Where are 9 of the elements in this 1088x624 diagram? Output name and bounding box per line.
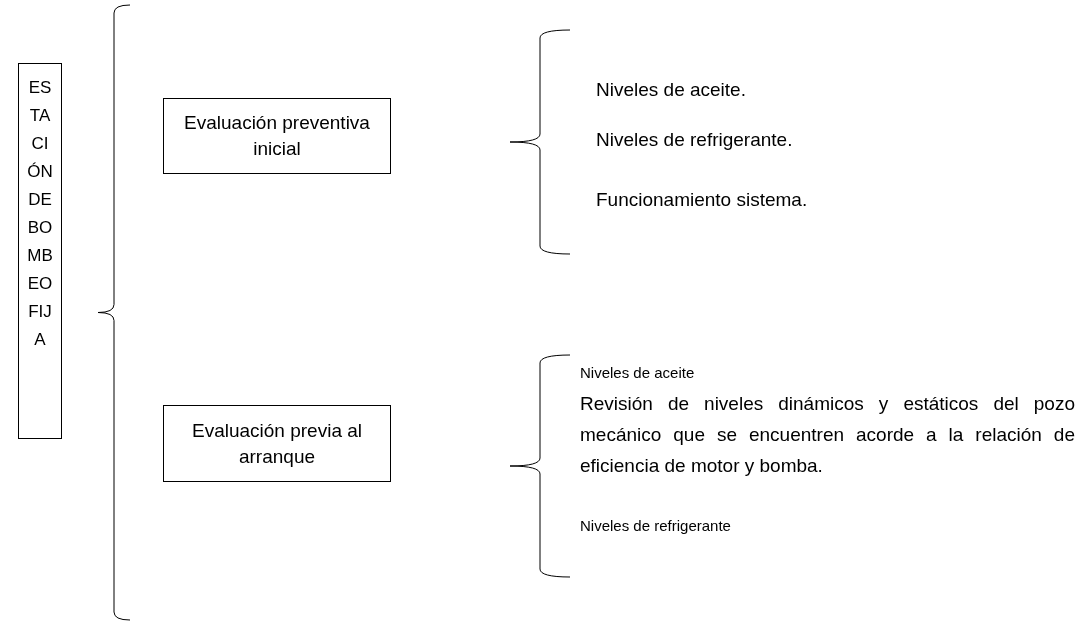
text-box: Evaluación preventiva inicial [163, 98, 391, 174]
label-text: Niveles de refrigerante [580, 516, 731, 536]
label-text: Niveles de aceite. [596, 78, 746, 102]
label-text: Niveles de aceite [580, 363, 695, 383]
label-text: Funcionamiento sistema. [596, 188, 808, 212]
text-box: ESTACIÓN DE BOMBEO FIJA [18, 63, 62, 439]
text-box: Evaluación previa al arranque [163, 405, 391, 482]
label-text: Revisión de niveles dinámicos y estáticos del pozo mecánico que se encuentren acorde a la relación de eficiencia de motor y bomba. [580, 392, 1075, 478]
label-text: Niveles de refrigerante. [596, 128, 793, 152]
